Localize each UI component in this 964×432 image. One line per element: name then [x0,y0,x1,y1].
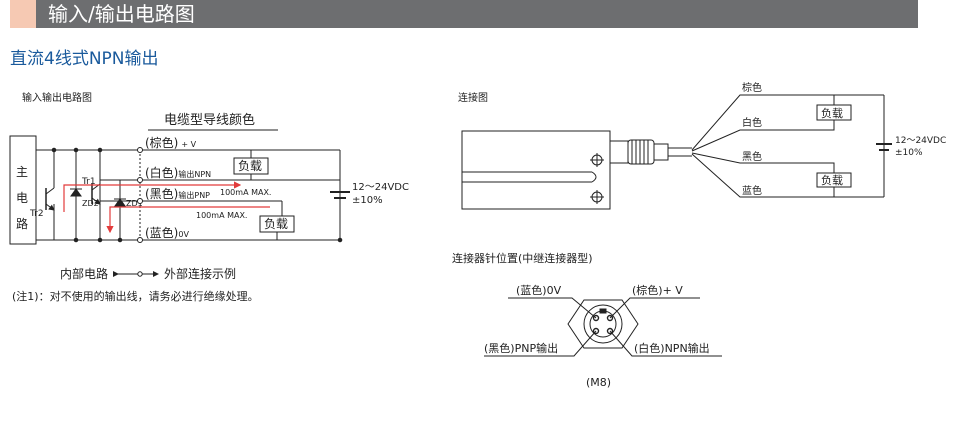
terminal [137,237,143,243]
max-current-npn: 100mA MAX. [220,188,271,197]
node [73,147,79,153]
svg-text:(棕色)+ V: (棕色)+ V [145,135,197,150]
black-label: (黑色) [145,187,178,201]
leader-brown [609,297,700,319]
tr2-emitter [45,203,55,211]
terminal [137,147,143,153]
load-box-black [816,172,852,188]
wire-black-label: 黑色 [742,150,762,163]
circuit-label: 输入输出电路图 [22,91,92,104]
external-example-label: 外部连接示例 [164,266,236,281]
conn-supply-voltage: 12～24VDC [895,136,946,146]
cable-color-title: 电缆型导线颜色 [164,112,255,128]
load-white-label: 负载 [821,106,843,120]
supply-tolerance: ±10% [352,195,383,206]
wire-blue-label: 蓝色 [742,184,762,197]
tr2-label: Tr2 [29,209,44,219]
leader-black [484,330,597,357]
cable-boot [653,143,669,161]
leader-blue [508,297,597,319]
section-header: 输入/输出电路图 [10,0,918,28]
load-black-label: 负载 [821,173,843,187]
white-label: (白色) [145,165,178,180]
pin-black-label: (黑色)PNP输出 [484,341,558,355]
io-circuit-diagram: 输入输出电路图 电缆型导线颜色 主 电 路 Tr2 Tr1 [9,91,409,303]
current-arrow-pnp [106,206,270,234]
load-box-white [816,104,852,121]
zd1-symbol [114,198,126,207]
svg-text:(蓝色)0V: (蓝色)0V [145,226,189,240]
insulation-note: (注1)：对不使用的输出线，请务必进行绝缘处理。 [12,289,259,303]
node [97,147,103,153]
wire-white-label: 白色 [742,116,762,129]
zd1-label: ZD1 [126,199,143,208]
sensor-slot-end [591,171,597,183]
tr2-collector [45,187,55,195]
svg-text:(白色)输出NPN: (白色)输出NPN [145,165,211,180]
connector-pinout: 连接器针位置(中继连接器型) (蓝色)0V (棕色)+ V (黑色)PNP输出 … [452,251,722,389]
zd2-symbol [70,188,82,197]
main-circuit-box [9,135,37,245]
pin-white-label: (白色)NPN输出 [634,341,710,355]
black-suffix: 输出PNP [178,190,210,200]
connector-key [599,308,607,314]
main-circuit-char-3: 路 [16,216,28,231]
boundary-terminal [137,271,143,277]
section-title: 输入/输出电路图 [48,2,195,26]
connection-diagram: 连接图 棕色 白色 黑色 蓝色 负载 负载 [458,81,946,210]
load-npn-label: 负载 [238,159,262,173]
pin-brown-label: (棕色)+ V [632,283,683,297]
wire-brown [691,94,884,151]
current-flow-arrows [63,181,270,234]
sensor-connector [609,140,629,164]
wire-black [691,152,835,173]
svg-text:(黑色)输出PNP: (黑色)输出PNP [145,187,210,201]
blue-suffix: 0V [178,230,189,239]
white-suffix: 输出NPN [178,169,211,179]
terminal [137,198,143,204]
blue-label: (蓝色) [145,226,178,240]
brown-label: (棕色) [145,135,178,150]
header-accent [10,0,36,28]
wire-blue [691,153,884,198]
connection-label: 连接图 [458,91,488,104]
sensor-body [461,130,611,210]
max-current-pnp: 100mA MAX. [196,211,247,220]
node [117,237,123,243]
leader-white [609,330,722,357]
pinout-label: 连接器针位置(中继连接器型) [452,251,593,265]
tr1-label: Tr1 [81,177,96,187]
main-circuit-char-1: 主 [16,165,28,179]
load-pnp-label: 负载 [264,217,288,231]
zd2-label: ZD2 [82,199,99,208]
conn-supply-tolerance: ±10% [895,148,923,158]
node [337,237,343,243]
wire-brown-label: 棕色 [742,81,762,94]
pin-blue-label: (蓝色)0V [516,283,562,297]
node [51,147,57,153]
main-circuit-char-2: 电 [16,191,28,205]
node [97,237,103,243]
connector-model: (M8) [586,376,611,389]
wire-white [691,120,835,152]
internal-circuit-label: 内部电路 [60,266,108,281]
circuit-type-title: 直流4线式NPN输出 [10,49,159,69]
node [73,237,79,243]
supply-voltage: 12～24VDC [352,182,409,193]
current-arrow-npn [63,181,242,212]
terminal [137,177,143,183]
tr1-emitter [91,197,101,205]
brown-suffix: + V [181,140,196,149]
